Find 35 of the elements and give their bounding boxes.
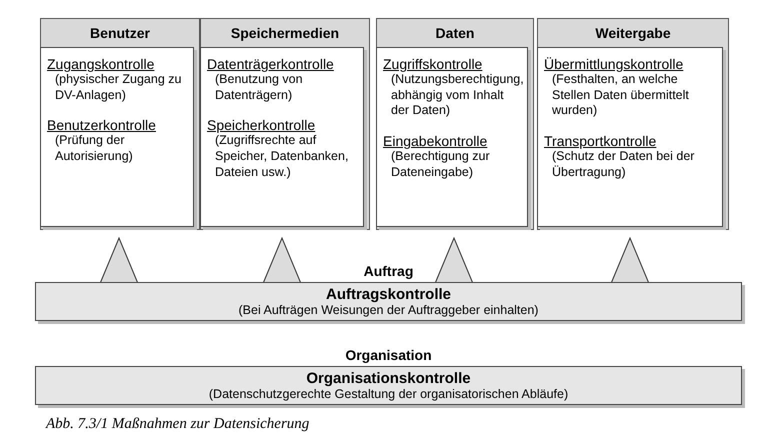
category-panel [200, 18, 370, 230]
layer-heading: Auftrag [362, 262, 414, 281]
control-card [40, 47, 194, 227]
control-description: (Datenschutzgerechte Gestaltung der organisatorischen Abläufe) [208, 387, 570, 401]
control-description: (physischer Zugang zu DV-Anlagen) [55, 72, 182, 104]
control-description: (Benutzung von Datenträgern) [215, 72, 304, 104]
control-description: (Nutzungsberechtigung, abhängig vom Inhalt der Daten) [391, 72, 521, 119]
category-panel [537, 18, 729, 230]
control-heading: Zugriffskontrolle [383, 56, 484, 72]
control-description: (Schutz der Daten bei der Übertragung) [552, 148, 696, 180]
category-panel [40, 18, 200, 230]
control-heading: Eingabekontrolle [383, 132, 488, 149]
control-description: (Berechtigung zur Dateneingabe) [391, 148, 491, 180]
control-heading: Benutzerkontrolle [47, 117, 157, 134]
category-title: Weitergabe [594, 25, 672, 41]
category-panel [376, 18, 534, 230]
control-heading: Organisationskontrolle [305, 370, 472, 387]
category-title: Speichermedien [230, 25, 340, 41]
control-card [376, 47, 528, 227]
control-description: (Prüfung der Autorisierung) [55, 133, 134, 164]
category-title: Daten [434, 25, 476, 41]
control-heading: Speicherkontrolle [207, 117, 316, 134]
control-heading: Auftragskontrolle [324, 286, 452, 303]
control-heading: Zugangskontrolle [47, 56, 156, 72]
control-heading: Transportkontrolle [544, 132, 658, 149]
control-description: (Festhalten, an welche Stellen Daten übermittelt wurden) [552, 72, 690, 119]
control-card [537, 47, 723, 227]
control-heading: Übermittlungskontrolle [544, 56, 684, 72]
control-description: (Zugriffsrechte auf Speicher, Datenbanken, Dateien usw.) [215, 133, 350, 180]
control-description: (Bei Aufträgen Weisungen der Auftraggeber einhalten) [238, 303, 540, 317]
category-title: Benutzer [89, 25, 151, 41]
figure-caption: Abb. 7.3/1 Maßnahmen zur Datensicherung [46, 416, 310, 433]
control-card [200, 47, 364, 227]
layer-heading: Organisation [344, 346, 433, 365]
control-heading: Datenträgerkontrolle [207, 56, 335, 72]
